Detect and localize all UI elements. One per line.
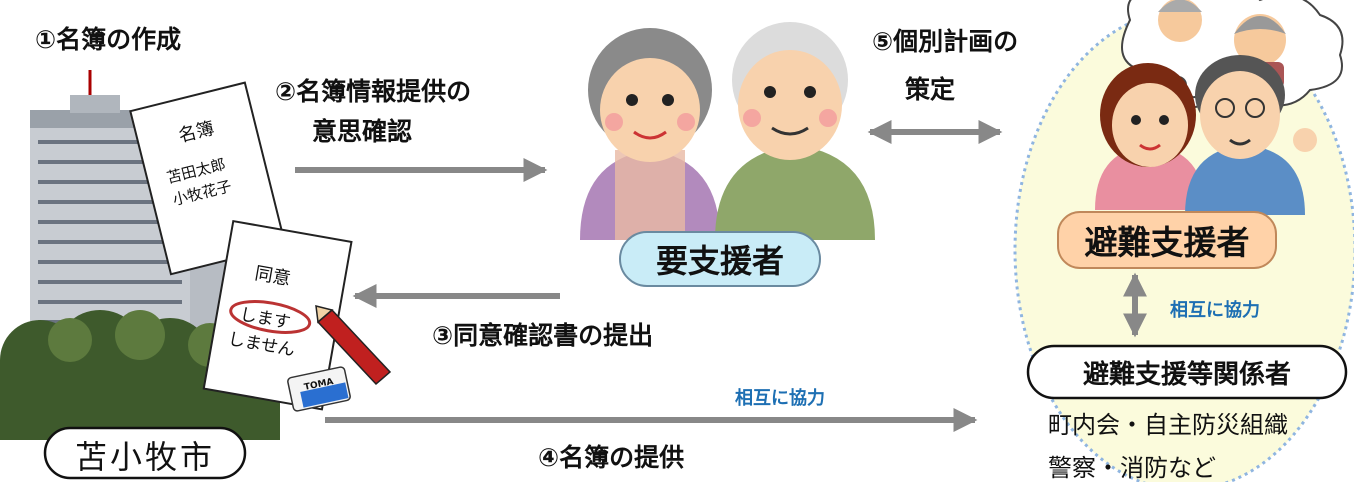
related-parties-badge-shape [1026,344,1348,400]
step5-label-line1: ⑤個別計画の [872,27,1019,56]
elderly-couple-illustration [580,22,875,240]
related-list-line2: 警察・消防など [1048,454,1216,482]
supporter-label: 避難支援者 [1084,223,1250,262]
pencil-icon [315,305,392,386]
step1-label: ①名簿の作成 [35,25,182,54]
person-in-need-badge-shape [619,231,821,287]
step2-label-line1: ②名簿情報提供の [275,77,472,106]
eraser-icon [287,366,351,412]
related-list-line1: 町内会・自主防災組織 [1048,411,1288,439]
step2-label-line2: 意思確認 [312,117,413,146]
city-badge-shape [43,426,247,480]
step5-label-line2: 策定 [905,75,956,104]
supporters-illustration [1095,55,1317,215]
step4-label: ④名簿の提供 [538,443,685,472]
cooperation-label-bottom: 相互に協力 [735,388,825,409]
related-parties-label: 避難支援等関係者 [1082,360,1291,390]
step3-label: ③同意確認書の提出 [432,321,654,350]
cooperation-label-right: 相互に協力 [1170,300,1260,321]
supporter-badge-shape [1057,211,1277,269]
person-in-need-label: 要支援者 [655,242,784,280]
city-label: 苫小牧市 [74,438,215,476]
